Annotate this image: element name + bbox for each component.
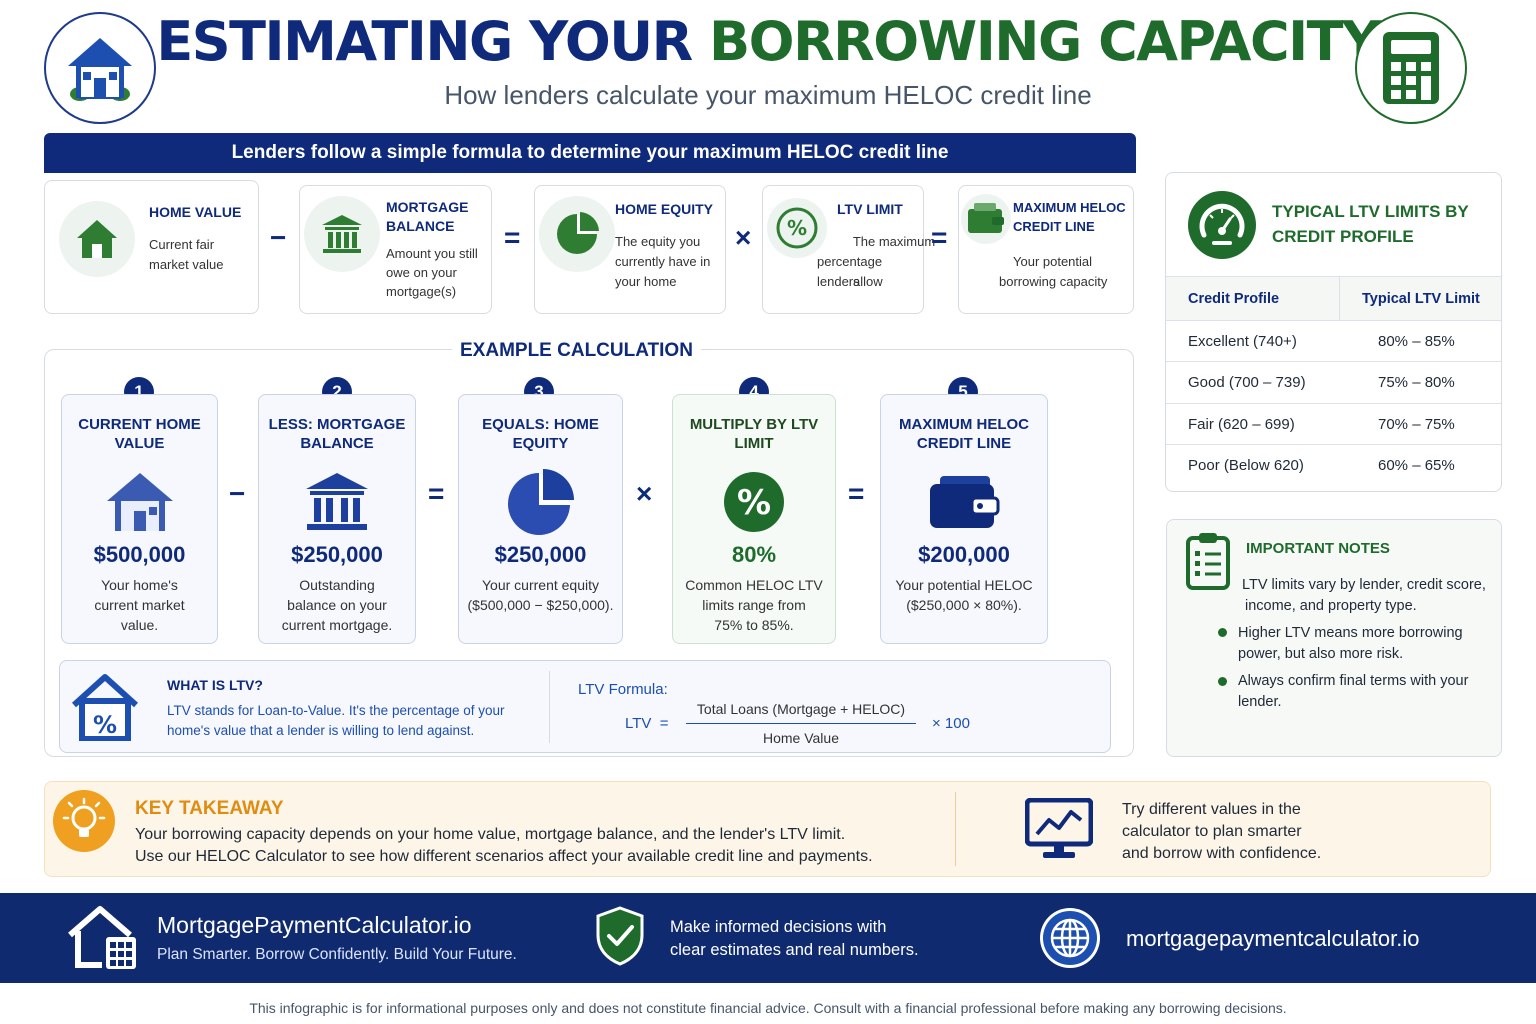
important-notes-panel: IMPORTANT NOTES LTV limits vary by lende…: [1166, 519, 1502, 757]
takeaway-text: Your borrowing capacity depends on your …: [135, 826, 873, 865]
pie-chart-icon: [539, 196, 615, 272]
equals-operator: =: [428, 478, 445, 509]
equals-operator: =: [504, 222, 521, 253]
page-subtitle: How lenders calculate your maximum HELOC…: [444, 80, 1092, 110]
notes-title: IMPORTANT NOTES: [1246, 540, 1390, 557]
formula-card-max-heloc: MAXIMUM HELOC CREDIT LINE Your potential…: [958, 185, 1134, 314]
svg-text:%: %: [787, 216, 807, 240]
takeaway-title: KEY TAKEAWAY: [135, 798, 284, 819]
calculator-icon: [1355, 12, 1467, 124]
ltv-lhs: LTV =: [625, 715, 669, 732]
house-percent-icon: %: [70, 673, 140, 746]
formula-title: MORTGAGE BALANCE: [386, 199, 469, 234]
monitor-chart-icon: [1024, 797, 1094, 867]
ltv-info-box: % WHAT IS LTV? LTV stands for Loan-to-Va…: [59, 660, 1111, 753]
svg-text:%: %: [737, 483, 771, 523]
lightbulb-icon: [53, 790, 115, 852]
fraction-line: [686, 723, 916, 724]
footer-url-link[interactable]: mortgagepaymentcalculator.io: [1126, 926, 1420, 951]
formula-banner: Lenders follow a simple formula to deter…: [44, 133, 1136, 173]
house-icon: [62, 467, 217, 537]
ltv-heading: WHAT IS LTV?: [167, 677, 263, 693]
bullet-check-icon: [1218, 628, 1227, 637]
footer: MortgagePaymentCalculator.io Plan Smarte…: [0, 893, 1536, 983]
pie-chart-icon: [459, 467, 622, 537]
wallet-icon: [881, 467, 1047, 537]
bullet-check-icon: [1218, 677, 1227, 686]
notes-intro: LTV limits vary by lender, credit score,…: [1242, 577, 1486, 614]
step-card-home-equity: EQUALS: HOME EQUITY $250,000 Your curren…: [458, 394, 623, 644]
key-takeaway-panel: KEY TAKEAWAY Your borrowing capacity dep…: [44, 781, 1491, 877]
step-card-ltv-limit: MULTIPLY BY LTV LIMIT % 80% Common HELOC…: [672, 394, 836, 644]
footer-brand: MortgagePaymentCalculator.io: [157, 912, 472, 938]
equals-operator: =: [848, 478, 865, 509]
table-row: Good (700 – 739)75% – 80%: [1166, 361, 1501, 402]
table-row: Poor (Below 620)60% – 65%: [1166, 444, 1501, 485]
page-title: ESTIMATING YOUR BORROWING CAPACITY: [156, 10, 1381, 73]
step-card-max-heloc: MAXIMUM HELOC CREDIT LINE $200,000 Your …: [880, 394, 1048, 644]
ltv-description: LTV stands for Loan-to-Value. It's the p…: [167, 703, 505, 738]
bank-icon: [259, 467, 415, 537]
formula-card-ltv-limit: % LTV LIMIT The maximum percentage lende…: [762, 185, 935, 314]
svg-text:%: %: [93, 711, 117, 739]
ltv-formula-label: LTV Formula:: [578, 681, 668, 698]
table-header-row: Credit Profile Typical LTV Limit: [1166, 276, 1501, 321]
globe-icon: [1040, 908, 1100, 968]
divider: [955, 792, 956, 866]
multiply-operator: ×: [636, 478, 653, 509]
ltv-numerator: Total Loans (Mortgage + HELOC): [696, 701, 906, 717]
step-card-mortgage-balance: LESS: MORTGAGE BALANCE $250,000 Outstand…: [258, 394, 416, 644]
house-calculator-icon: [66, 903, 140, 976]
ltv-multiplier: × 100: [932, 715, 970, 732]
multiply-operator: ×: [735, 222, 752, 253]
divider: [549, 671, 550, 743]
house-logo-icon: [44, 12, 156, 124]
table-row: Fair (620 – 699)70% – 75%: [1166, 403, 1501, 444]
formula-card-home-value: HOME VALUE Current fair market value: [44, 180, 259, 314]
gauge-icon: [1188, 191, 1256, 259]
bank-icon: [304, 196, 380, 272]
table-row: Excellent (740+)80% – 85%: [1166, 320, 1501, 361]
example-calculation-title: EXAMPLE CALCULATION: [452, 340, 701, 362]
footer-tagline: Plan Smarter. Borrow Confidently. Build …: [157, 946, 517, 963]
formula-title: HOME VALUE: [149, 204, 242, 220]
percent-icon: %: [767, 198, 827, 258]
house-icon: [59, 201, 135, 277]
minus-operator: −: [229, 478, 246, 509]
equals-operator: =: [931, 222, 948, 253]
disclaimer: This infographic is for informational pu…: [249, 1000, 1287, 1016]
shield-check-icon: [594, 905, 646, 972]
ltv-denominator: Home Value: [762, 730, 839, 746]
wallet-icon: [961, 194, 1011, 244]
minus-operator: −: [270, 222, 287, 253]
clipboard-icon: [1185, 530, 1231, 595]
formula-card-home-equity: HOME EQUITY The equity you currently hav…: [534, 185, 726, 314]
percent-icon: %: [673, 467, 835, 537]
formula-card-mortgage-balance: MORTGAGE BALANCE Amount you still owe on…: [299, 185, 492, 314]
